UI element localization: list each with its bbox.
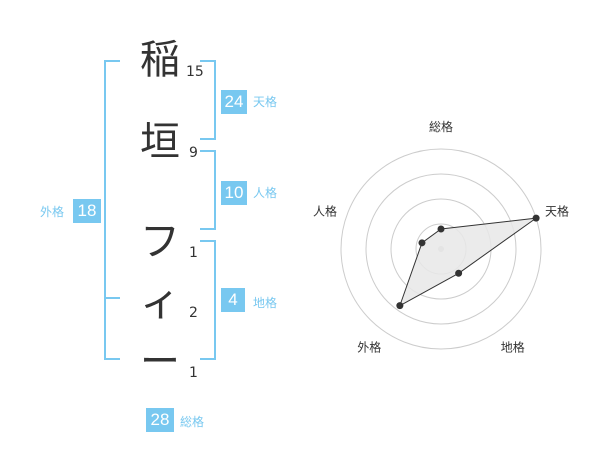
- jinkaku-bracket: [200, 150, 216, 230]
- radar-axis-label: 総格: [429, 119, 453, 134]
- gaikaku-bracket-tick: [104, 297, 120, 299]
- name-char-1: 稲: [140, 37, 180, 83]
- name-char-2: 垣: [140, 119, 180, 165]
- stroke-count-3: 1: [189, 245, 198, 261]
- stroke-count-4: 2: [189, 305, 198, 321]
- gaikaku-label: 外格: [40, 205, 65, 219]
- soukaku-label: 総格: [180, 415, 205, 429]
- chikaku-label: 地格: [253, 296, 278, 310]
- radar-axis-label: 外格: [357, 340, 381, 355]
- name-char-5: ー: [140, 339, 180, 385]
- radar-point-2: [532, 214, 540, 222]
- chikaku-value: 4: [221, 288, 245, 312]
- radar-point-3: [455, 269, 463, 277]
- chikaku-bracket: [200, 240, 216, 360]
- radar-point-5: [418, 239, 426, 247]
- tenkaku-label: 天格: [253, 95, 278, 109]
- gaikaku-bracket: [104, 60, 120, 360]
- jinkaku-value: 10: [221, 181, 247, 205]
- tenkaku-bracket: [200, 60, 216, 140]
- radar-axis-label: 天格: [545, 203, 569, 218]
- radar-axis-label: 地格: [501, 340, 525, 355]
- stroke-count-2: 9: [189, 145, 198, 161]
- stroke-count-5: 1: [189, 365, 198, 381]
- name-char-4: ィ: [140, 279, 180, 325]
- radar-series-area: [398, 217, 537, 307]
- name-char-3: フ: [140, 219, 180, 265]
- gaikaku-value: 18: [73, 199, 101, 223]
- radar-grid-ring: [365, 173, 517, 325]
- radar-axis-label: 人格: [313, 203, 337, 218]
- radar-point-4: [396, 302, 404, 310]
- radar-grid-ring: [340, 148, 542, 350]
- soukaku-value: 28: [146, 408, 174, 432]
- tenkaku-value: 24: [221, 90, 247, 114]
- jinkaku-label: 人格: [253, 186, 278, 200]
- radar-point-1: [437, 225, 445, 233]
- stroke-count-1: 15: [186, 64, 204, 80]
